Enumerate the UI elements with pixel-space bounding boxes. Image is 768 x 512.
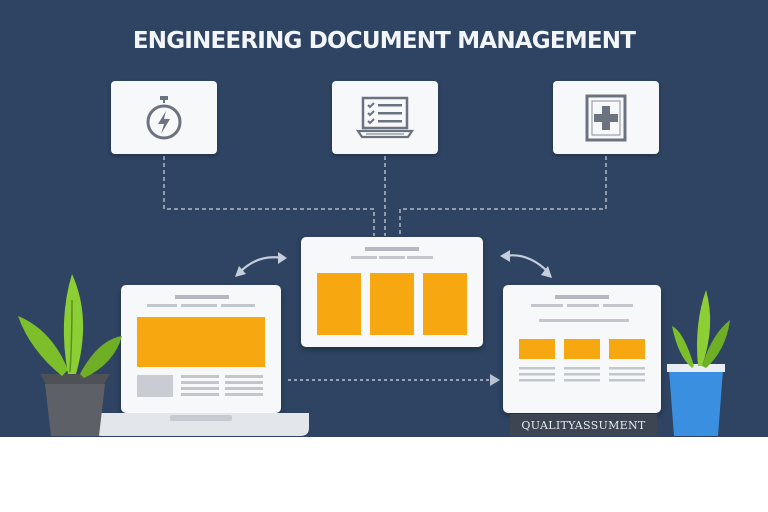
right-document-board: [503, 285, 661, 413]
laptop-checklist-icon: [356, 96, 414, 138]
accent-block: [317, 273, 361, 335]
arrowhead-bottom: [490, 374, 500, 386]
quality-label: QUALITYASSUMENT: [510, 414, 657, 436]
accent-block: [519, 339, 555, 359]
connector-left: [163, 156, 375, 236]
accent-block: [137, 317, 265, 367]
icon-card-speed: [111, 81, 217, 154]
icon-card-checklist: [332, 81, 438, 154]
stopwatch-lightning-icon: [146, 95, 182, 139]
laptop-base: [93, 413, 309, 436]
laptop-screen: [121, 285, 281, 413]
accent-block: [423, 273, 467, 335]
plant-right: [667, 290, 730, 436]
white-floor: [0, 437, 768, 512]
accent-block: [370, 273, 414, 335]
arrowhead-left-b: [278, 252, 287, 264]
plant-left: [18, 274, 122, 436]
right-board-content: [519, 295, 645, 382]
laptop-screen-content: [137, 295, 265, 397]
arrowhead-right-b: [500, 250, 510, 262]
accent-block: [564, 339, 600, 359]
arrowhead-right-a: [541, 266, 552, 278]
medical-cross-document-icon: [585, 94, 627, 141]
diagram-title: ENGINEERING DOCUMENT MANAGEMENT: [132, 28, 636, 54]
accent-block: [609, 339, 645, 359]
arrowhead-left-a: [235, 266, 246, 277]
central-board-content: [317, 247, 467, 335]
icon-card-medical: [553, 81, 659, 154]
connector-right: [399, 156, 607, 236]
central-document-board: [301, 237, 483, 347]
laptop-touchpad: [170, 415, 232, 421]
